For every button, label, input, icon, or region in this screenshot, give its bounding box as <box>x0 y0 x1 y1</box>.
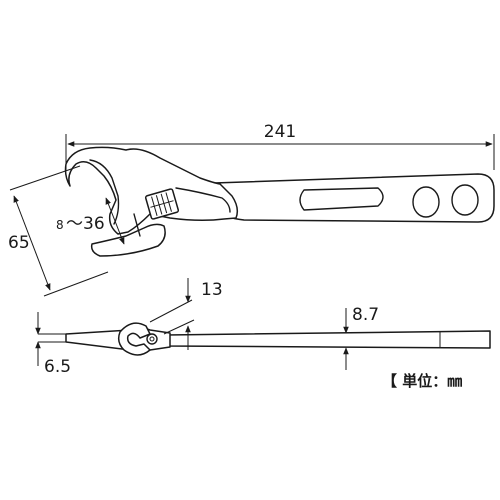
side-jaw-clip <box>117 322 151 356</box>
dimension-jaw-opening: 8 ～36 <box>56 197 125 245</box>
side-handle <box>165 330 491 349</box>
dimension-tip-thickness: 6.5 <box>35 312 71 377</box>
label-jaw-opening-range: ～36 <box>66 214 105 234</box>
dimension-head-thickness: 13 <box>149 278 223 350</box>
head-bevel <box>175 187 231 213</box>
handle-slot <box>299 187 384 211</box>
label-jaw-opening-min: 8 <box>56 218 64 232</box>
wrench-side-view <box>65 322 491 356</box>
handle-hole-1 <box>412 186 440 218</box>
label-head-width: 65 <box>8 233 30 253</box>
side-pivot <box>146 333 158 345</box>
movable-jaw-edge <box>133 213 141 237</box>
label-handle-thickness: 8.7 <box>352 305 379 325</box>
handle-hole-2 <box>451 184 479 216</box>
unit-note: 【 単位：㎜ <box>382 372 462 390</box>
label-tip-thickness: 6.5 <box>44 357 71 377</box>
label-overall-length: 241 <box>264 122 296 142</box>
dimension-overall-length: 241 <box>65 122 495 170</box>
wrench-top-view <box>64 146 495 257</box>
label-head-thickness: 13 <box>201 280 223 300</box>
dimension-head-width: 65 <box>8 165 109 297</box>
dimension-handle-thickness: 8.7 <box>343 305 379 370</box>
